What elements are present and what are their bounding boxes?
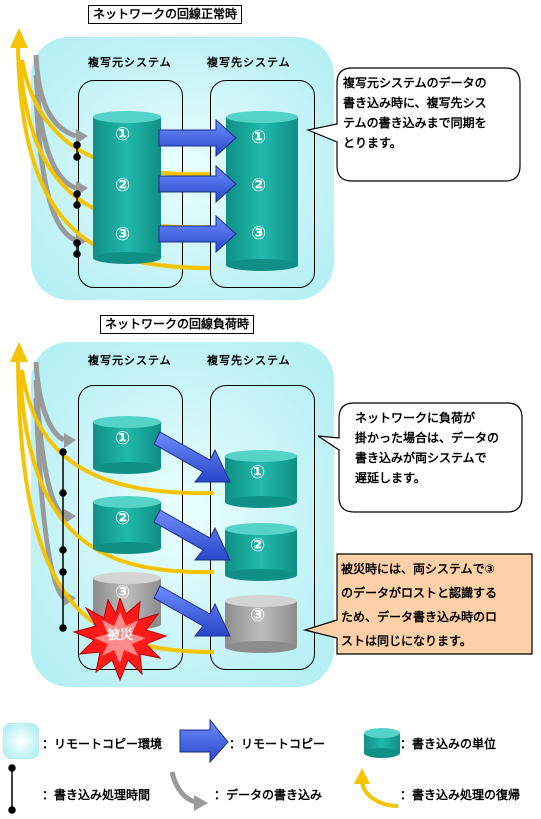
top-source-number-1: ①: [115, 124, 131, 145]
bottom-note2-text: 被災時には、両システムで③ のデータがロストと認識する ため、データ書き込み時の…: [341, 557, 531, 653]
top-note-bubble: [305, 67, 521, 182]
bottom-note2-line: のデータがロストと認識する: [341, 586, 498, 600]
bottom-note2-line: ため、データ書き込み時のロ: [341, 610, 498, 624]
top-source-number-2: ②: [115, 175, 131, 196]
legend-write-time-label: ：書き込み処理時間: [42, 788, 151, 802]
top-remote-copy-arrows: [158, 118, 237, 254]
top-note-line: テムの書き込みまで同期を: [343, 116, 487, 130]
bottom-source-database-1: [93, 416, 161, 474]
bottom-target-system-label: 複写先システム: [207, 354, 291, 367]
bottom-write-return-arrows: [16, 361, 215, 654]
bottom-note1-line: ネットワークに負荷が: [355, 411, 476, 425]
bottom-target-database-3-lost: [225, 595, 297, 653]
bottom-target-number-3: ③: [250, 605, 266, 626]
bottom-target-database-1: [225, 450, 297, 508]
top-target-database: [226, 111, 298, 271]
legend-remote-env-label: ：リモートコピー環境: [42, 737, 163, 751]
legend-write-return-label: ：書き込み処理の復帰: [400, 788, 521, 802]
top-note-line: 書き込み時に、複写先シス: [343, 96, 487, 110]
legend-copy-arrow: [179, 718, 229, 764]
bottom-source-number-1: ①: [115, 428, 131, 449]
disaster-label: 被災: [107, 628, 134, 643]
bottom-note1-text: ネットワークに負荷が 掛かった場合は、データの 書き込みが両システムで 遅延しま…: [355, 408, 520, 488]
bottom-target-number-1: ①: [250, 462, 266, 483]
bottom-note1-line: 書き込みが両システムで: [355, 451, 487, 465]
bottom-data-write-arrows: [33, 361, 66, 600]
bottom-note2-line: ストは同じになります。: [341, 634, 472, 648]
bottom-note2-line: 被災時には、両システムで③: [341, 562, 495, 576]
top-target-number-2: ②: [251, 175, 267, 196]
legend-unit-cylinder: [364, 728, 400, 758]
bottom-note1-line: 遅延します。: [355, 471, 426, 485]
legend-return-arrow: [360, 781, 399, 808]
top-write-time-markers: [73, 141, 81, 258]
bottom-target-system-box: [210, 385, 315, 670]
bottom-source-database-2: [93, 496, 161, 554]
bottom-target-database-2: [225, 523, 297, 581]
bottom-source-system-label: 複写元システム: [88, 354, 172, 367]
legend-data-write-label: ：データの書き込み: [214, 788, 323, 802]
top-return-arrowhead: [10, 28, 28, 48]
top-note-text: 複写元システムのデータの 書き込み時に、複写先シス テムの書き込みまで同期を と…: [343, 73, 515, 153]
top-source-system-label: 複写元システム: [88, 56, 172, 69]
bottom-return-arrowhead: [10, 342, 28, 362]
bottom-note1-bubble: [317, 402, 523, 513]
top-target-number-3: ③: [251, 223, 267, 244]
top-source-number-3: ③: [115, 224, 131, 245]
top-target-number-1: ①: [251, 127, 267, 148]
top-note-line: 複写元システムのデータの: [343, 76, 487, 90]
bottom-title: ネットワークの回線負荷時: [100, 315, 255, 334]
bottom-source-number-2: ②: [115, 508, 131, 529]
legend-remote-copy-label: ：リモートコピー: [229, 737, 326, 751]
legend-write-unit-label: ：書き込みの単位: [400, 737, 497, 751]
legend-env-swatch: [3, 723, 39, 759]
legend-time-marker: [8, 764, 16, 814]
bottom-write-time-markers: [59, 448, 67, 632]
top-target-system-label: 複写先システム: [207, 56, 291, 69]
top-source-database: [93, 111, 161, 264]
legend-write-arrow: [169, 771, 197, 805]
top-title: ネットワークの回線正常時: [88, 5, 243, 24]
bottom-note2-box: [302, 553, 533, 655]
top-note-line: とります。: [343, 136, 402, 150]
bottom-remote-copy-arrows: [153, 431, 231, 637]
bottom-note1-line: 掛かった場合は、データの: [355, 431, 500, 445]
bottom-target-number-2: ②: [250, 535, 266, 556]
bottom-source-number-3: ③: [115, 582, 131, 603]
